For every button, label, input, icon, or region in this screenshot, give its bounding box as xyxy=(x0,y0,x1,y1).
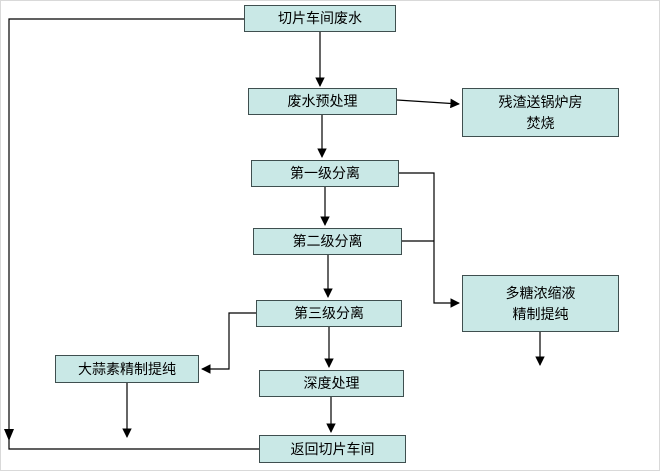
flow-node-allicin-purification: 大蒜素精制提纯 xyxy=(55,355,199,383)
flow-node-residue-incineration: 残渣送锅炉房 焚烧 xyxy=(462,88,619,137)
flow-node-separation-2: 第二级分离 xyxy=(253,228,402,255)
connector-separation1-to-polysaccharide xyxy=(399,172,460,308)
connector-separation3-to-allicin xyxy=(201,312,256,374)
feedback-loop-arrowhead xyxy=(4,429,14,441)
flow-node-polysaccharide-purification: 多糖浓缩液 精制提纯 xyxy=(462,275,619,332)
flow-node-return-workshop: 返回切片车间 xyxy=(259,435,406,463)
flow-node-workshop-wastewater: 切片车间废水 xyxy=(244,5,396,32)
flow-node-separation-1: 第一级分离 xyxy=(251,160,399,187)
flow-node-pretreatment: 废水预处理 xyxy=(248,88,397,115)
flow-node-separation-3: 第三级分离 xyxy=(256,300,402,327)
connector-feedback-loop xyxy=(8,18,259,450)
connector-pretreatment-to-residue xyxy=(396,98,460,109)
flow-node-deep-treatment: 深度处理 xyxy=(259,370,404,397)
